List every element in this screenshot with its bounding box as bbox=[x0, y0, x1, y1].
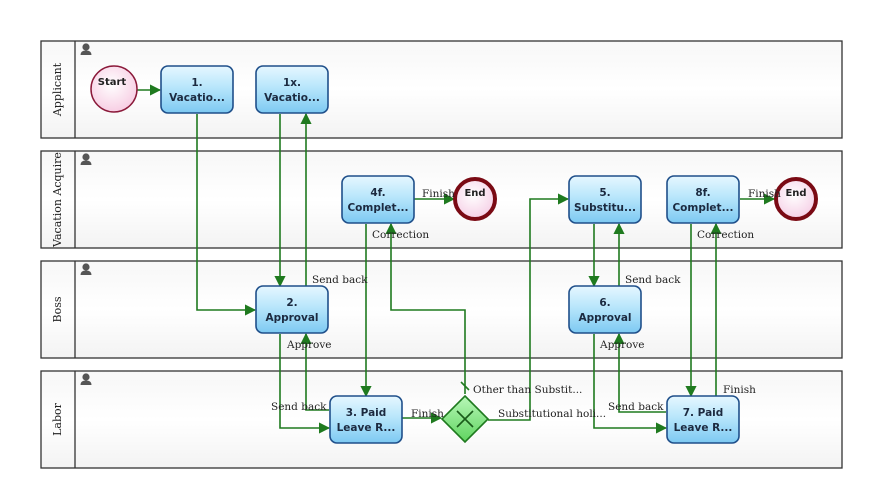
label-other-than-substitutional: Other than Substit... bbox=[473, 384, 582, 396]
flow-1-to-2 bbox=[196, 114, 257, 316]
lane-label-labor: Labor bbox=[51, 402, 64, 436]
gateway-x-icon bbox=[456, 410, 474, 428]
task-1x-vacation[interactable]: 1x. Vacatio... bbox=[255, 65, 329, 114]
flow-gateway-to-4f bbox=[385, 222, 466, 394]
start-event-label: Start bbox=[98, 77, 127, 88]
task-label-line2: Leave R... bbox=[337, 422, 396, 434]
task-label-line1: 8f. bbox=[695, 187, 710, 199]
label-send-back-6: Send back bbox=[625, 274, 681, 286]
task-label-line2: Vacatio... bbox=[169, 92, 225, 104]
end-event-1[interactable]: End bbox=[453, 177, 497, 221]
end-event-label: End bbox=[785, 188, 806, 199]
task-8f-complete[interactable]: 8f. Complet... bbox=[666, 175, 740, 224]
label-finish-7: Finish bbox=[723, 384, 756, 396]
task-4f-complete[interactable]: 4f. Complet... bbox=[341, 175, 415, 224]
task-label-line1: 7. Paid bbox=[683, 407, 724, 419]
task-label-line2: Substitu... bbox=[574, 202, 636, 214]
label-correction-8f: Correction bbox=[697, 229, 754, 241]
task-label-line1: 6. bbox=[599, 297, 610, 309]
label-finish-8f: Finish bbox=[748, 188, 781, 200]
edge-labels: Finish Correction Finish Correction Send… bbox=[271, 188, 781, 420]
flow-7-send-back-to-6 bbox=[613, 332, 666, 413]
task-2-approval[interactable]: 2. Approval bbox=[255, 285, 329, 334]
task-label-line1: 2. bbox=[286, 297, 297, 309]
task-7-paid-leave[interactable]: 7. Paid Leave R... bbox=[666, 395, 740, 444]
task-label-line1: 5. bbox=[599, 187, 610, 199]
label-finish-3: Finish bbox=[411, 408, 444, 420]
label-approve-6: Approve bbox=[599, 339, 645, 351]
flow-gateway-condition-stub bbox=[460, 381, 470, 391]
task-5-substitutional[interactable]: 5. Substitu... bbox=[568, 175, 642, 224]
exclusive-gateway[interactable] bbox=[440, 394, 490, 444]
end-event-2[interactable]: End bbox=[774, 177, 818, 221]
lane-label-boss: Boss bbox=[51, 296, 64, 322]
task-label-line2: Approval bbox=[578, 312, 631, 324]
label-substitutional-holiday: Substitutional holi... bbox=[498, 408, 606, 420]
label-approve-2: Approve bbox=[286, 339, 332, 351]
lane-label-vacation-acquire: Vacation Acquire bbox=[51, 152, 64, 248]
lane-label-applicant: Applicant bbox=[51, 62, 64, 117]
flow-6-approve-to-7 bbox=[593, 334, 668, 434]
start-event[interactable]: Start bbox=[90, 65, 138, 113]
label-correction-4f: Correction bbox=[372, 229, 429, 241]
label-send-back-2: Send back bbox=[312, 274, 368, 286]
flow-3-send-back-to-2 bbox=[300, 332, 329, 411]
task-label-line1: 1. bbox=[191, 77, 202, 89]
label-send-back-3: Send back bbox=[271, 401, 327, 413]
task-label-line1: 4f. bbox=[370, 187, 385, 199]
task-label-line2: Vacatio... bbox=[264, 92, 320, 104]
end-event-label: End bbox=[464, 188, 485, 199]
task-label-line1: 1x. bbox=[283, 77, 301, 89]
task-label-line2: Approval bbox=[265, 312, 318, 324]
task-label-line2: Leave R... bbox=[674, 422, 733, 434]
task-label-line2: Complet... bbox=[672, 202, 733, 214]
flow-2-approve-to-3 bbox=[279, 334, 331, 434]
flow-gateway-to-5 bbox=[488, 193, 570, 421]
task-label-line1: 3. Paid bbox=[346, 407, 387, 419]
task-1-vacation[interactable]: 1. Vacatio... bbox=[160, 65, 234, 114]
label-finish-4f: Finish bbox=[422, 188, 455, 200]
task-6-approval[interactable]: 6. Approval bbox=[568, 285, 642, 334]
label-send-back-7: Send back bbox=[608, 401, 664, 413]
task-3-paid-leave[interactable]: 3. Paid Leave R... bbox=[329, 395, 403, 444]
sequence-flows bbox=[137, 84, 776, 434]
task-label-line2: Complet... bbox=[347, 202, 408, 214]
